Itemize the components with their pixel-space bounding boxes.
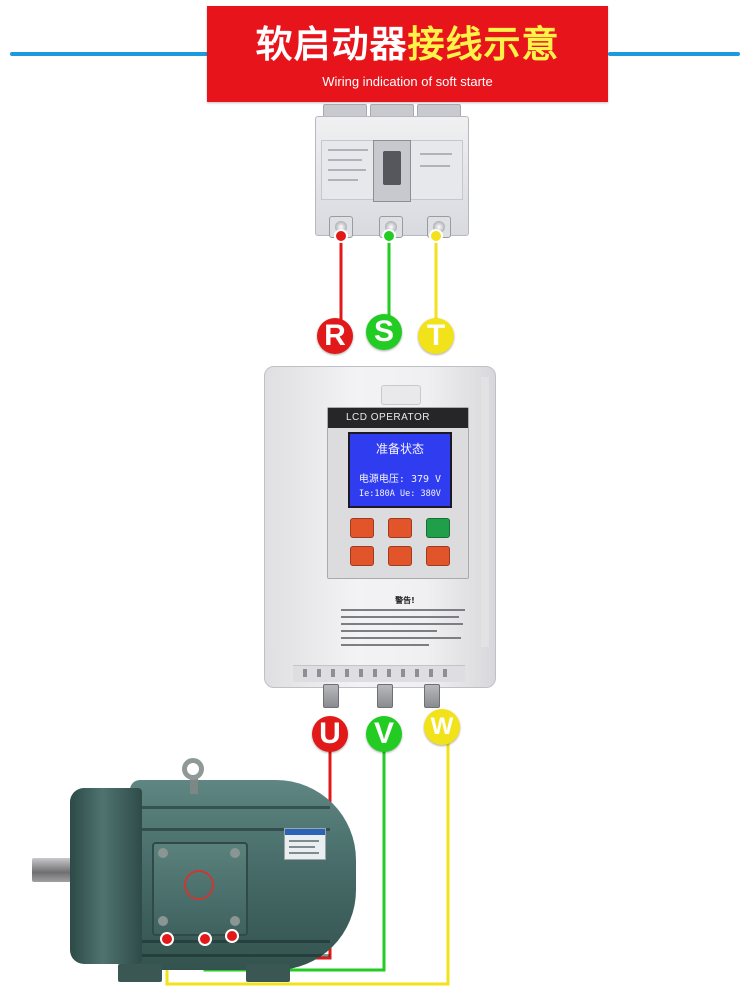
plate-text-line <box>328 169 366 171</box>
keypad-button[interactable] <box>426 518 450 538</box>
strip-terminal <box>415 669 419 677</box>
strip-terminal <box>401 669 405 677</box>
motor-foot <box>246 964 290 982</box>
phase-badge-v: V <box>366 716 402 752</box>
keypad-button[interactable] <box>426 546 450 566</box>
electric-motor-icon <box>32 758 362 986</box>
motor-terminal-dot <box>160 932 174 946</box>
plate-text-line <box>328 179 358 181</box>
strip-terminal <box>373 669 377 677</box>
operator-header: LCD OPERATOR <box>328 408 468 428</box>
motor-nameplate <box>284 828 326 860</box>
circuit-breaker-icon <box>315 104 469 242</box>
title-part-2: 接线示意 <box>407 23 560 66</box>
breaker-output-dot-r <box>334 229 348 243</box>
phase-badge-t: T <box>418 318 454 354</box>
motor-terminal-dot <box>225 929 239 943</box>
keypad <box>350 518 450 574</box>
eyebolt-stem <box>190 778 198 794</box>
side-rib <box>269 377 277 647</box>
keypad-button[interactable] <box>388 546 412 566</box>
page-title: 软启动器接线示意 <box>207 14 608 68</box>
cooling-fin <box>130 806 330 809</box>
strip-terminal <box>387 669 391 677</box>
lcd-screen: 准备状态 电源电压: 379 V Ie:180A Ue: 380V <box>348 432 452 508</box>
plate-text-line <box>328 149 368 151</box>
strip-terminal <box>303 669 307 677</box>
lcd-voltage: 电源电压: 379 V <box>358 474 442 485</box>
warning-text-line <box>341 637 461 639</box>
warning-text-line <box>341 644 429 646</box>
motor-end-bell <box>70 788 142 964</box>
output-terminal-w <box>424 684 440 708</box>
breaker-handle-knob <box>383 151 401 185</box>
lcd-current: Ie:180A Ue: 380V <box>359 489 441 499</box>
side-rib <box>481 377 489 647</box>
title-banner: 软启动器接线示意 Wiring indication of soft start… <box>207 6 608 102</box>
plate-text-line <box>420 153 452 155</box>
bolt-icon <box>230 848 240 858</box>
page-subtitle: Wiring indication of soft starte <box>322 74 493 89</box>
phase-badge-s: S <box>366 314 402 350</box>
warning-text-line <box>341 609 465 611</box>
bolt-icon <box>158 848 168 858</box>
phase-badge-r: R <box>317 318 353 354</box>
strip-terminal <box>331 669 335 677</box>
strip-terminal <box>359 669 363 677</box>
cooling-fin <box>130 954 330 957</box>
phase-badge-u: U <box>312 716 348 752</box>
bolt-icon <box>230 916 240 926</box>
warning-title: 警告! <box>395 596 415 605</box>
nameplate-band <box>285 829 325 835</box>
strip-terminal <box>443 669 447 677</box>
lcd-operator-panel: LCD OPERATOR 准备状态 电源电压: 379 V Ie:180A Ue… <box>327 407 469 579</box>
motor-shaft <box>32 858 76 882</box>
brand-logo-icon <box>184 870 214 900</box>
keypad-button[interactable] <box>388 518 412 538</box>
operator-label: LCD OPERATOR <box>346 412 430 423</box>
phase-badge-w: W <box>424 709 460 745</box>
header-rule-left <box>10 52 210 56</box>
lcd-status: 准备状态 <box>375 442 424 456</box>
lifting-eyebolt-icon <box>182 758 204 780</box>
breaker-output-dot-s <box>382 229 396 243</box>
control-terminal-strip <box>293 665 465 682</box>
cooling-fin <box>130 828 330 831</box>
motor-terminal-dot <box>198 932 212 946</box>
warning-text-line <box>341 616 459 618</box>
top-vent <box>381 385 421 405</box>
keypad-button[interactable] <box>350 518 374 538</box>
nameplate-line <box>289 852 319 854</box>
strip-terminal <box>317 669 321 677</box>
header-rule-right <box>608 52 740 56</box>
nameplate-line <box>289 846 315 848</box>
output-terminal-v <box>377 684 393 708</box>
strip-terminal <box>345 669 349 677</box>
nameplate-line <box>289 840 319 842</box>
bolt-icon <box>158 916 168 926</box>
breaker-output-dot-t <box>429 229 443 243</box>
title-part-1: 软启动器 <box>255 23 408 66</box>
breaker-handle <box>373 140 411 202</box>
plate-text-line <box>328 159 362 161</box>
motor-foot <box>118 964 162 982</box>
warning-text-line <box>341 623 463 625</box>
warning-label: 警告! <box>335 595 475 655</box>
keypad-button[interactable] <box>350 546 374 566</box>
soft-starter-icon: LCD OPERATOR 准备状态 电源电压: 379 V Ie:180A Ue… <box>264 366 496 688</box>
plate-text-line <box>420 165 450 167</box>
output-terminal-u <box>323 684 339 708</box>
strip-terminal <box>429 669 433 677</box>
warning-text-line <box>341 630 437 632</box>
terminal-box <box>152 842 248 936</box>
